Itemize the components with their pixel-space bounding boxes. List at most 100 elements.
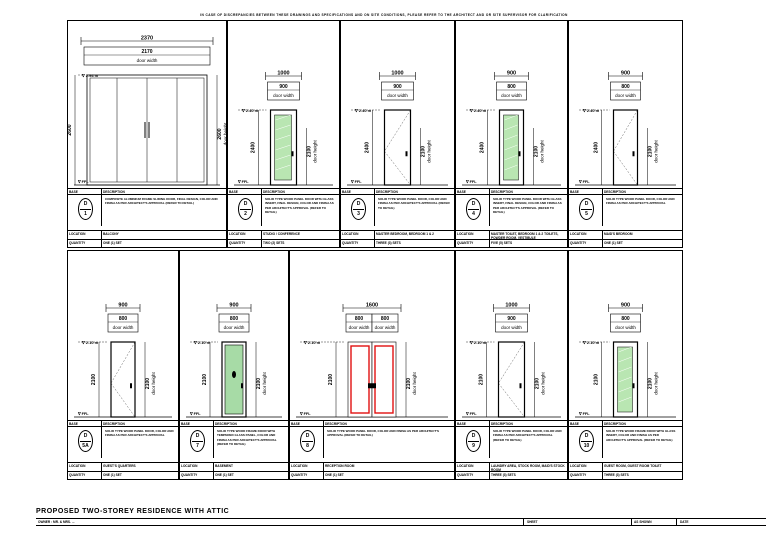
door-width-label: door width <box>615 93 636 98</box>
door-description: SOLID TYPE WOOD PANEL DOOR, COLOR AND FI… <box>606 197 675 206</box>
location-row: LOCATION MASTER TOILET, BEDROOM 1 & 2 TO… <box>456 230 567 239</box>
description-header: DESCRIPTION <box>263 190 285 194</box>
door-height-label: door height <box>223 122 226 145</box>
overall-width-dim: 1600 <box>366 303 378 309</box>
door-width-label: door width <box>501 93 522 98</box>
location-label: LOCATION <box>456 463 490 471</box>
door-width-dim: 800 <box>507 84 516 90</box>
base-header: BASE <box>180 421 214 426</box>
schedule-header: BASE DESCRIPTION <box>68 189 226 194</box>
location-label: LOCATION <box>68 231 102 239</box>
door-leaf-width-dim: 800 <box>381 316 390 322</box>
location-label: LOCATION <box>68 463 102 471</box>
location-row: LOCATION MASTER BEDROOM, BEDROOM 1 & 2 <box>341 230 454 239</box>
clear-height-dim: 2100 <box>256 378 262 389</box>
description-row <box>180 426 288 458</box>
height-dim: 2400 <box>251 142 257 153</box>
location-row: LOCATION GUEST ROOM, GUEST ROOM TOILET <box>569 462 682 471</box>
location-label: LOCATION <box>228 231 262 239</box>
schedule-table: BASE DESCRIPTION LOCATION MASTER TOILET,… <box>456 188 567 247</box>
schedule-table: BASE DESCRIPTION LOCATION MASTER BEDROOM… <box>341 188 454 247</box>
door-width-dim: 800 <box>621 316 630 322</box>
door-width-label: door width <box>501 325 522 330</box>
ffl-marker: ∇ FFL <box>578 412 590 416</box>
door-width-dim: 900 <box>393 84 402 90</box>
location-row: LOCATION MAID'S BEDROOM <box>569 230 682 239</box>
description-header: DESCRIPTION <box>376 190 398 194</box>
door-description: SOLID TYPE WOOD FRAME DOOR WITH GLASS IN… <box>606 429 676 442</box>
description-row <box>456 194 567 226</box>
door-height-label: door height <box>151 371 156 394</box>
door-width-dim: 2170 <box>141 49 152 55</box>
title-block-bar: OWNER : MR. & MRS. ... SHEET AS SHOWN DA… <box>36 518 766 526</box>
description-header: DESCRIPTION <box>604 190 626 194</box>
quantity-label: QUANTITY <box>180 472 214 479</box>
overall-width-dim: 900 <box>229 303 238 309</box>
quantity-row: QUANTITY TWO (2) SETS <box>228 239 339 247</box>
head-level: ∇ 2.40 m <box>241 108 259 113</box>
door-height-label: door height <box>427 139 432 162</box>
location-value: STUDIO / CONFERENCE <box>263 232 301 236</box>
schedule-table: BASE DESCRIPTION LOCATION STUDIO / CONFE… <box>228 188 339 247</box>
door-height-label: door height <box>262 371 267 394</box>
quantity-value: ONE (1) SET <box>215 473 234 477</box>
head-level: ∇ 2.10 m <box>193 340 211 345</box>
ffl-marker: ∇ FFL <box>465 180 477 184</box>
quantity-label: QUANTITY <box>569 240 603 247</box>
location-label: LOCATION <box>569 463 603 471</box>
head-level: ∇ 2.10 m <box>582 340 600 345</box>
description-row <box>228 194 339 226</box>
door-width-label: door width <box>375 325 396 330</box>
schedule-table: BASE DESCRIPTION LOCATION GUEST'S QUARTE… <box>68 420 178 479</box>
door-width-label: door width <box>273 93 294 98</box>
height-dim: 2400 <box>594 142 600 153</box>
overall-width-dim: 1000 <box>391 71 403 77</box>
door-width-dim: 800 <box>119 316 128 322</box>
description-header: DESCRIPTION <box>604 422 626 426</box>
location-row: LOCATION BALCONY <box>68 230 226 239</box>
quantity-value: FIVE (5) SETS <box>491 241 513 245</box>
quantity-row: QUANTITY ONE (1) SET <box>569 239 682 247</box>
location-value: GUEST'S QUARTERS <box>103 464 136 468</box>
door-description: SOLID TYPE WOOD PANEL DOOR, COLOR AND FI… <box>493 429 562 442</box>
door-width-label: door width <box>615 325 636 330</box>
door-description: SOLID TYPE WOOD PANEL DOOR, COLOR AND FI… <box>327 429 439 438</box>
quantity-row: QUANTITY THREE (3) SETS <box>341 239 454 247</box>
door-width-dim: 900 <box>507 316 516 322</box>
door-description: SOLID TYPE WOOD PANEL DOOR WITH GLASS IN… <box>493 197 562 215</box>
door-description: SOLID TYPE WOOD PANEL DOOR, COLOR AND FI… <box>378 197 450 210</box>
clear-height-dim: 2100 <box>145 378 151 389</box>
clear-height-dim: 2100 <box>535 378 541 389</box>
door-width-dim: 800 <box>621 84 630 90</box>
overall-width-dim: 900 <box>507 71 516 77</box>
quantity-label: QUANTITY <box>341 240 375 247</box>
base-header: BASE <box>68 421 102 426</box>
schedule-header: BASE DESCRIPTION <box>456 189 567 194</box>
location-value: GUEST ROOM, GUEST ROOM TOILET <box>604 464 662 468</box>
description-row <box>456 426 567 458</box>
quantity-value: ONE (1) SET <box>325 473 344 477</box>
quantity-label: QUANTITY <box>569 472 603 479</box>
schedule-table: BASE DESCRIPTION LOCATION RECEPTION ROOM… <box>290 420 454 479</box>
titlebar-owner: OWNER : MR. & MRS. ... <box>38 520 75 524</box>
door-mark-number: 3 <box>357 211 360 217</box>
ffl-marker: ∇ FFL <box>77 412 89 416</box>
door-mark-number: 5A <box>82 443 89 449</box>
head-level: ∇ 2.40 m <box>354 108 372 113</box>
height-dim: 2100 <box>91 374 97 385</box>
schedule-table: BASE DESCRIPTION LOCATION BASEMENT QUANT… <box>180 420 288 479</box>
ffl-marker: ∇ FFL <box>350 180 362 184</box>
door-width-label: door width <box>224 325 245 330</box>
